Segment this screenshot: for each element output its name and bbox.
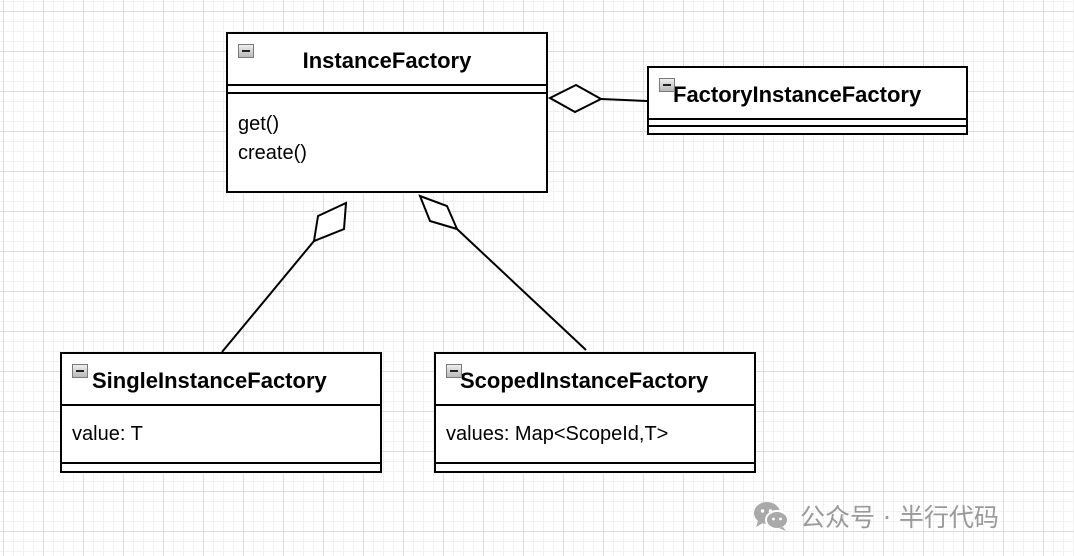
aggregation-line-factory-instance-factory <box>600 98 648 102</box>
method-item: create() <box>238 142 307 164</box>
methods-section <box>649 127 966 133</box>
attributes-section: values: Map<ScopeId,T> <box>436 406 754 464</box>
class-name: SingleInstanceFactory <box>92 368 327 393</box>
method-item: get() <box>238 113 280 135</box>
class-scoped-instance-factory[interactable]: ScopedInstanceFactory values: Map<ScopeI… <box>434 352 756 473</box>
attribute-item: value: T <box>72 423 143 445</box>
collapse-icon[interactable] <box>238 44 254 58</box>
methods-section <box>436 464 754 471</box>
class-name: InstanceFactory <box>302 48 472 73</box>
class-header: SingleInstanceFactory <box>62 354 380 406</box>
wechat-icon <box>754 502 789 531</box>
watermark-text: 公众号 · 半行代码 <box>800 503 999 532</box>
aggregation-diamond-scoped-instance-factory <box>418 194 459 231</box>
aggregation-line-scoped-instance-factory <box>456 228 587 351</box>
class-instance-factory[interactable]: InstanceFactory get() create() <box>226 32 548 193</box>
class-header: InstanceFactory <box>228 34 546 86</box>
attributes-section <box>649 120 966 127</box>
class-name: FactoryInstanceFactory <box>673 82 922 107</box>
class-single-instance-factory[interactable]: SingleInstanceFactory value: T <box>60 352 382 473</box>
watermark: 公众号 · 半行代码 <box>752 498 999 534</box>
attributes-section <box>228 86 546 94</box>
attributes-section: value: T <box>62 406 380 464</box>
aggregation-line-single-instance-factory <box>221 240 315 353</box>
aggregation-diamond-single-instance-factory <box>312 201 348 243</box>
attribute-item: values: Map<ScopeId,T> <box>446 423 669 445</box>
methods-section: get() create() <box>228 94 546 189</box>
class-header: ScopedInstanceFactory <box>436 354 754 406</box>
aggregation-diamond-factory-instance-factory <box>547 83 604 114</box>
collapse-icon[interactable] <box>446 364 462 378</box>
collapse-icon[interactable] <box>659 78 675 92</box>
class-name: ScopedInstanceFactory <box>460 368 709 393</box>
class-factory-instance-factory[interactable]: FactoryInstanceFactory <box>647 66 968 135</box>
class-header: FactoryInstanceFactory <box>649 68 966 120</box>
collapse-icon[interactable] <box>72 364 88 378</box>
methods-section <box>62 464 380 471</box>
